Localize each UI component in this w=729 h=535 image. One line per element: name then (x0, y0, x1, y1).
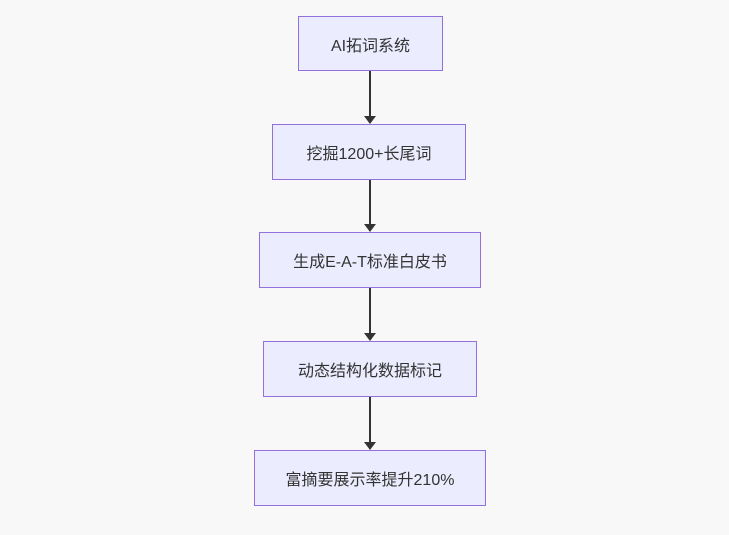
node-label: 生成E-A-T标准白皮书 (293, 254, 447, 271)
flowchart-node-generate-eat-whitepaper: 生成E-A-T标准白皮书 (259, 232, 481, 288)
node-label: 挖掘1200+长尾词 (306, 146, 432, 163)
arrow-head-icon (364, 224, 376, 232)
arrow-head-icon (364, 333, 376, 341)
node-label: 动态结构化数据标记 (297, 363, 442, 380)
node-label: AI拓词系统 (330, 37, 411, 55)
arrow-line-4 (369, 397, 371, 442)
flowchart-node-rich-snippet-rate-increase: 富摘要展示率提升210% (254, 450, 486, 506)
flowchart-node-mine-longtail-keywords: 挖掘1200+长尾词 (272, 124, 466, 180)
arrow-line-3 (369, 288, 371, 333)
arrow-head-icon (364, 442, 376, 450)
flowchart-node-ai-word-expansion-system: AI拓词系统 (298, 16, 443, 71)
arrow-head-icon (364, 116, 376, 124)
node-label: 富摘要展示率提升210% (285, 472, 455, 489)
flowchart-node-dynamic-structured-data-markup: 动态结构化数据标记 (263, 341, 477, 397)
arrow-line-1 (369, 71, 371, 116)
arrow-line-2 (369, 180, 371, 224)
